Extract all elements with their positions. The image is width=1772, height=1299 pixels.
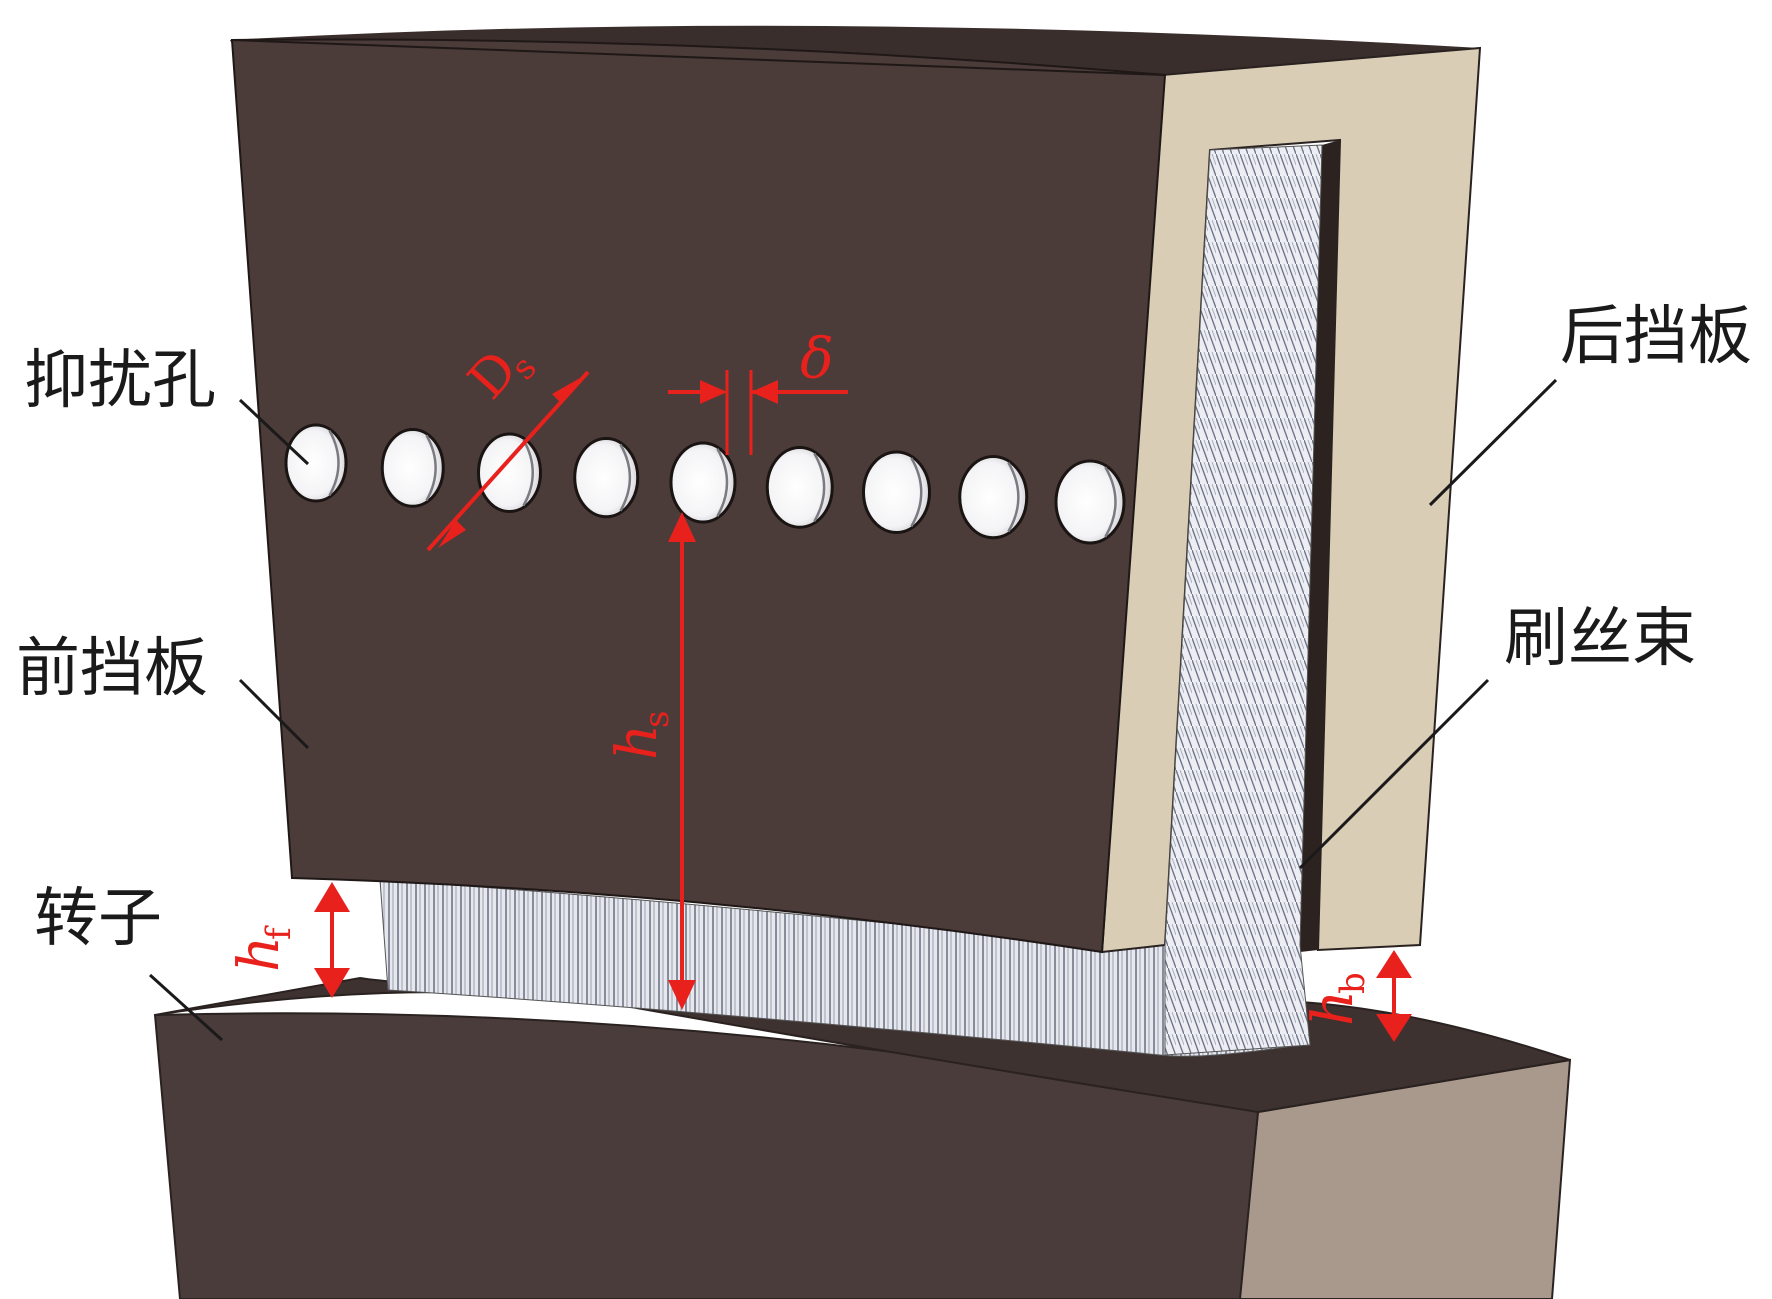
- dim-hole-height-sub: s: [637, 711, 677, 728]
- dim-front-gap-main: h: [227, 936, 292, 972]
- label-back-plate: 后挡板: [1560, 300, 1752, 374]
- suppression-hole: [765, 446, 834, 529]
- dim-back-gap: [1376, 950, 1412, 1042]
- front-plate-top-edge: [231, 39, 1166, 76]
- leader-suppression-holes: [238, 398, 310, 466]
- dim-back-gap-sub: b: [1333, 972, 1373, 994]
- dim-hole-spacing-main: δ: [800, 327, 834, 392]
- bristle-bundle-side: [1164, 144, 1323, 1056]
- suppression-hole: [477, 432, 542, 513]
- label-suppression-holes: 抑扰孔: [24, 344, 216, 418]
- suppression-hole: [573, 437, 640, 519]
- suppression-hole: [1054, 459, 1126, 545]
- label-front-plate: 前挡板: [16, 632, 208, 706]
- suppression-hole: [380, 428, 445, 508]
- suppression-hole: [862, 450, 931, 534]
- leader-lines: [148, 378, 1558, 1042]
- label-rotor: 转子: [34, 882, 162, 956]
- back-plate: [230, 25, 1482, 954]
- back-plate-top-face: [230, 25, 1480, 75]
- suppression-hole: [284, 423, 348, 503]
- suppression-hole-row: [284, 423, 1126, 545]
- leader-bristle-pack: [1298, 678, 1490, 870]
- leader-rotor: [148, 973, 224, 1042]
- back-plate-slot-edge: [1300, 140, 1340, 952]
- suppression-hole: [669, 441, 737, 524]
- bristle-bundle-front: [379, 879, 1301, 1057]
- dim-front-gap: [314, 882, 350, 998]
- leader-front-plate: [238, 678, 310, 750]
- dim-hole-diameter: [426, 370, 590, 552]
- label-bristle-pack: 刷丝束: [1504, 602, 1696, 676]
- suppression-hole: [958, 455, 1029, 540]
- dimension-annotations: [314, 370, 1412, 1042]
- dim-hole-spacing: [668, 370, 848, 455]
- dim-back-gap-main: h: [1301, 990, 1366, 1026]
- dim-front-gap-sub: f: [259, 925, 299, 940]
- dim-hole-height-main: h: [605, 724, 670, 760]
- dim-hole-height: [668, 512, 696, 1010]
- leader-back-plate: [1428, 378, 1558, 507]
